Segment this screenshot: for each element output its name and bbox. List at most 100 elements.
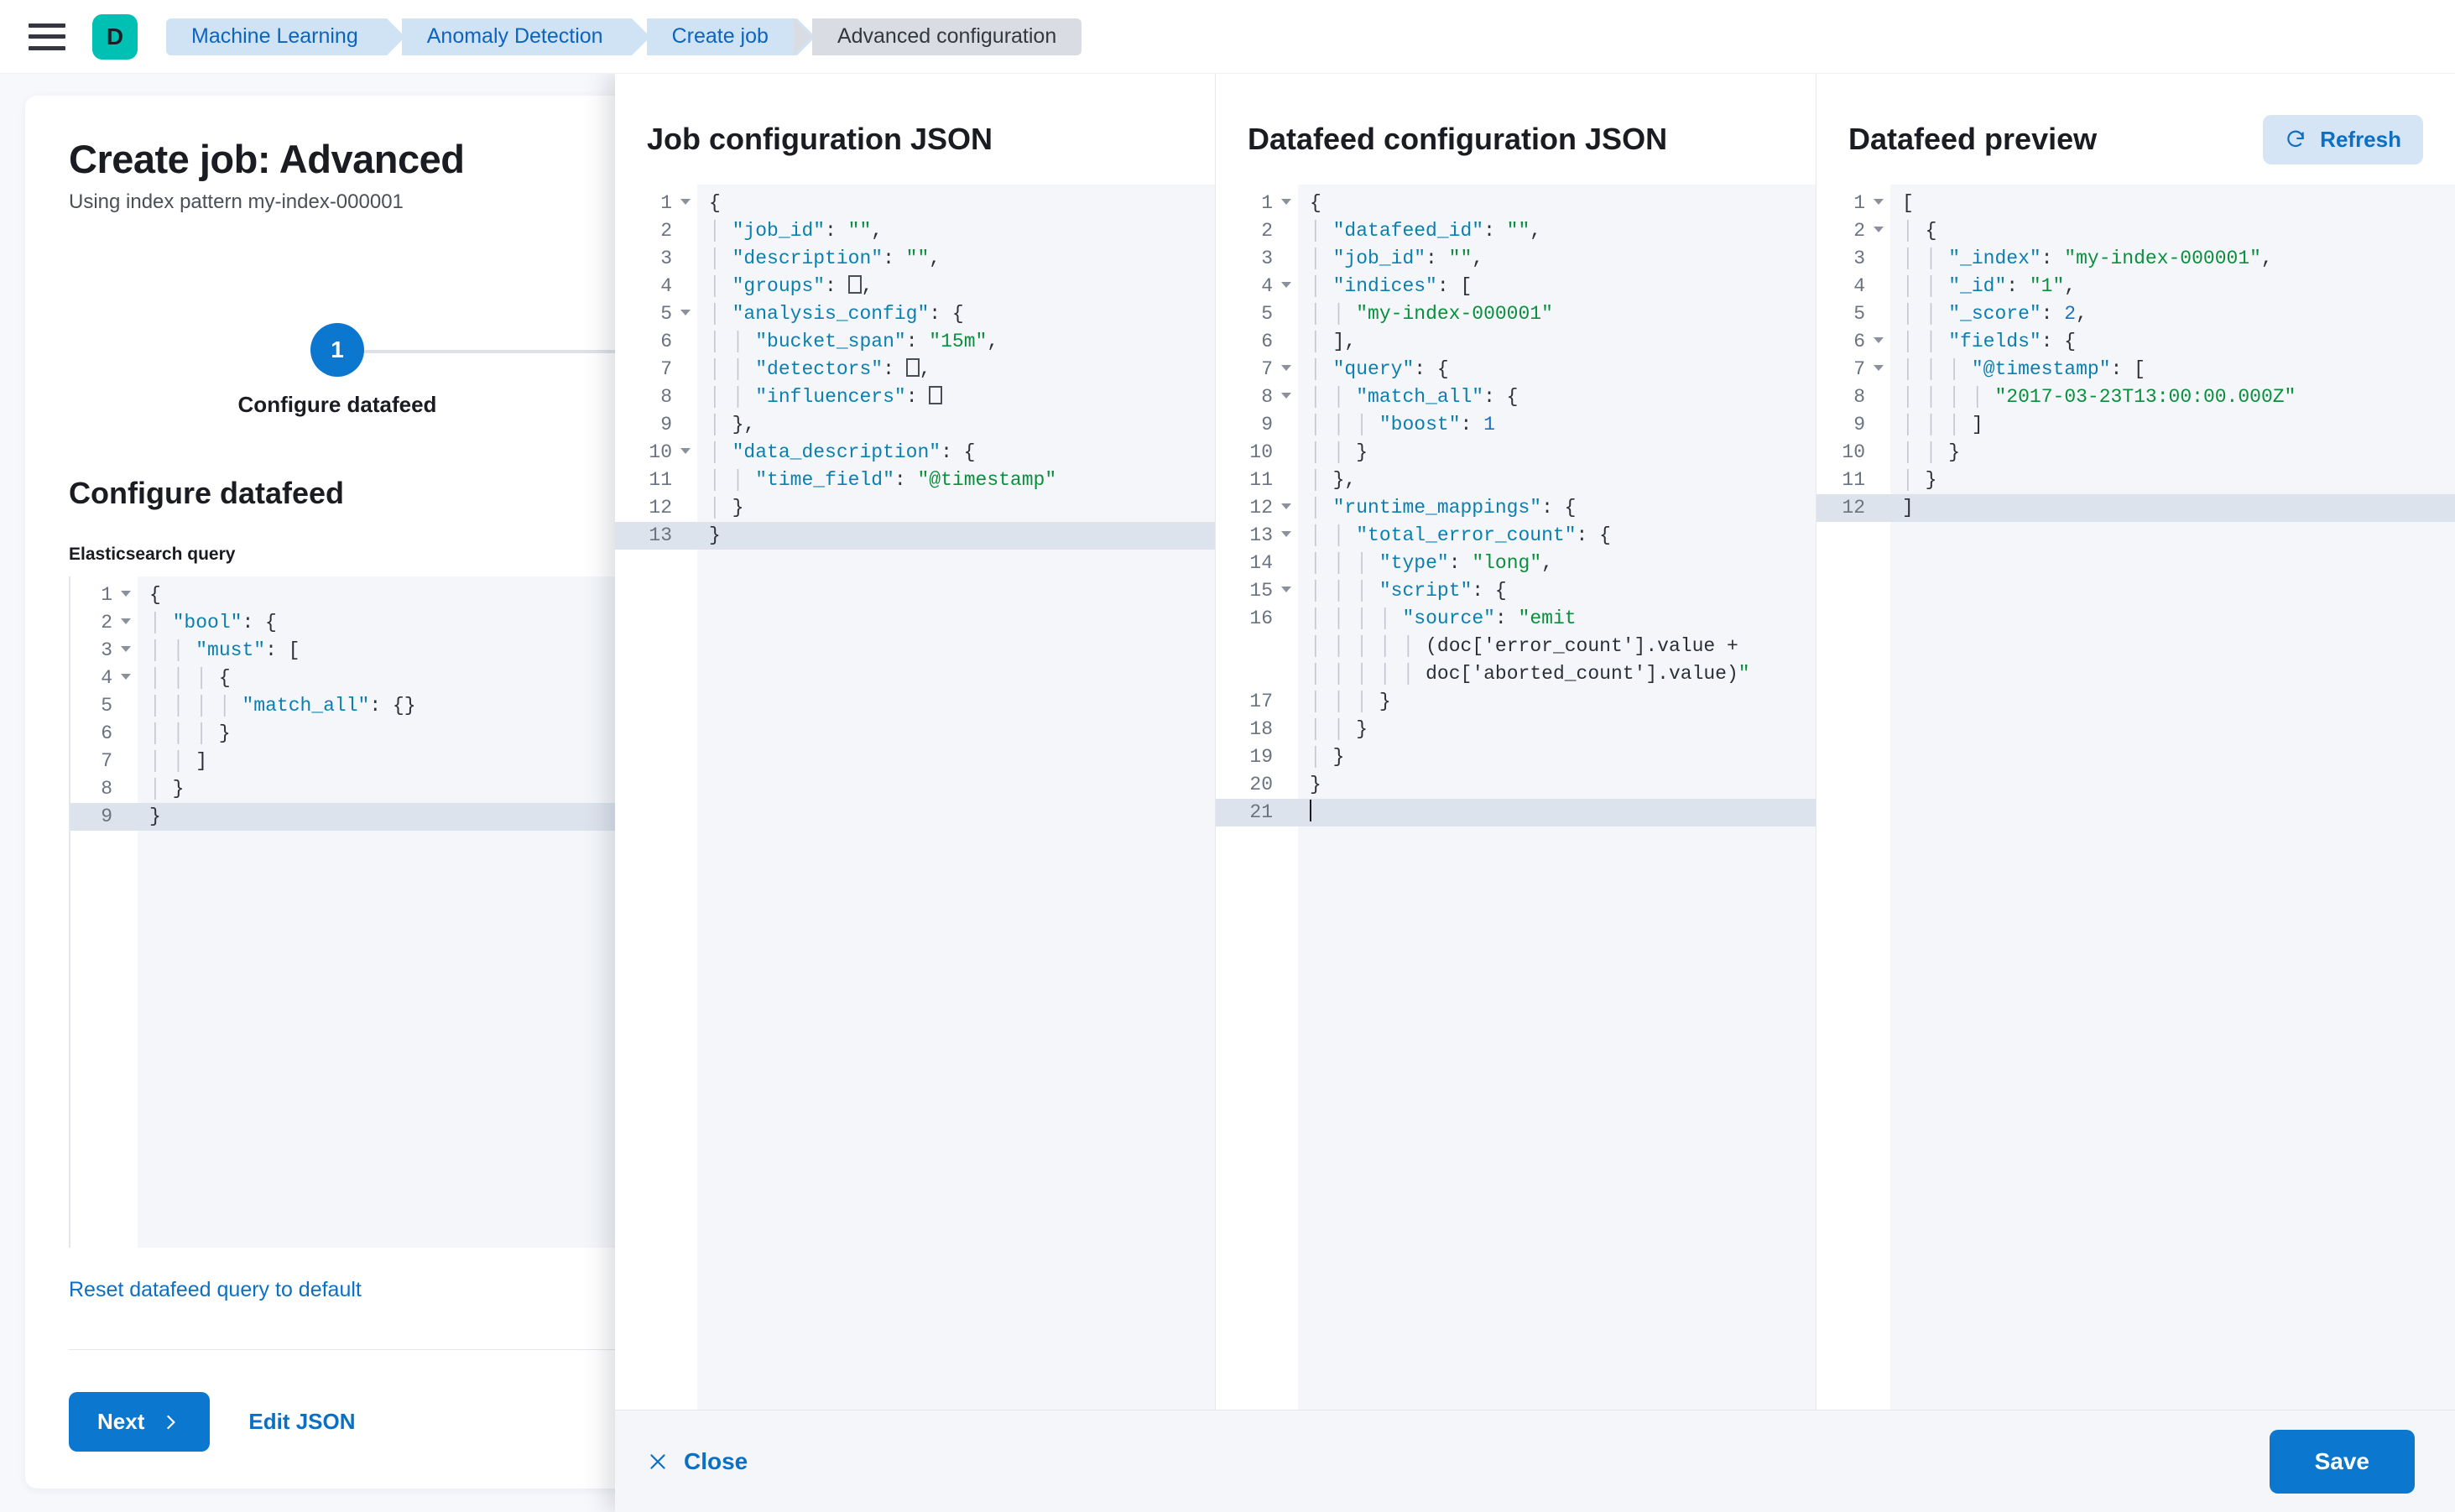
code-line[interactable]: │ │ "_index": "my-index-000001", [1902, 248, 2273, 269]
code-line[interactable]: │ "runtime_mappings": { [1310, 497, 1577, 519]
breadcrumb-item-create-job[interactable]: Create job [646, 18, 816, 55]
code-line[interactable]: │ │ ] [149, 750, 208, 772]
save-button[interactable]: Save [2269, 1429, 2415, 1494]
code-line[interactable]: │ │ │ "boost": 1 [1310, 414, 1495, 435]
code-line[interactable]: │ "datafeed_id": "", [1310, 220, 1542, 242]
breadcrumb-item-machine-learning[interactable]: Machine Learning [166, 18, 405, 55]
close-button[interactable]: Close [647, 1448, 748, 1475]
code-line[interactable]: │ │ │ "type": "long", [1310, 552, 1553, 574]
code-line[interactable]: │ "bool": { [149, 612, 277, 633]
code-line[interactable]: │ │ "_score": 2, [1902, 303, 2088, 325]
code-line[interactable]: │ │ │ "@timestamp": [ [1902, 358, 2145, 380]
code-line[interactable]: │ │ } [1902, 441, 1961, 463]
line-number: 1 [615, 190, 697, 217]
code-line[interactable]: │ │ } [1310, 441, 1368, 463]
line-number: 19 [1249, 746, 1273, 768]
code-line[interactable]: │ "description": "", [709, 248, 941, 269]
refresh-button[interactable]: Refresh [2263, 114, 2423, 164]
code-line[interactable]: │ "job_id": "", [1310, 248, 1484, 269]
close-x-icon [650, 1453, 665, 1469]
code-line[interactable]: │ "query": { [1310, 358, 1449, 380]
code-line[interactable]: │ │ │ } [149, 722, 231, 744]
fold-arrow-icon [1874, 365, 1884, 371]
code-line[interactable]: │ }, [709, 414, 756, 435]
line-number: 8 [1853, 386, 1865, 408]
line-number: 10 [1842, 441, 1865, 463]
stepper-step-1-number[interactable]: 1 [310, 323, 364, 377]
code-line[interactable]: │ │ │ │ "match_all": {} [149, 695, 416, 717]
chevron-right-icon [167, 1415, 176, 1429]
hamburger-icon[interactable] [29, 23, 65, 50]
code-line[interactable]: │ } [1902, 469, 1937, 491]
code-line[interactable]: │ "groups": , [709, 275, 873, 297]
code-line[interactable]: │ │ "time_field": "@timestamp" [709, 469, 1057, 491]
code-line[interactable]: │ │ "match_all": { [1310, 386, 1519, 408]
code-line[interactable]: │ │ "influencers": [697, 383, 1215, 411]
code-line[interactable]: │ │ "_id": "1", [1902, 275, 2077, 297]
code-line[interactable]: │ │ │ ] [1902, 414, 1983, 435]
code-line[interactable]: │ │ "detectors": , [709, 358, 931, 380]
line-number: 6 [1816, 328, 1890, 356]
code-line[interactable]: } [697, 522, 1215, 550]
edit-json-button[interactable]: Edit JSON [248, 1409, 356, 1434]
code-content[interactable]: { │ "datafeed_id": "", │ "job_id": "", │ "i… [1298, 185, 1816, 1410]
section-title: Configure datafeed [69, 476, 345, 510]
code-content[interactable]: [ │ { │ │ "_index": "my-index-000001", │ │ … [1890, 185, 2455, 1410]
code-line[interactable]: │ │ } [1310, 718, 1368, 740]
space-avatar[interactable]: D [92, 13, 138, 60]
line-number: 4 [1853, 275, 1865, 297]
line-number: 11 [649, 469, 672, 491]
code-line[interactable]: } [138, 803, 663, 831]
breadcrumb-item-anomaly-detection[interactable]: Anomaly Detection [401, 18, 650, 55]
code-line[interactable]: │ │ │ │ "source": "emit │ │ │ │ │ (doc['… [1310, 607, 1750, 685]
line-number: 7 [1816, 356, 1890, 383]
code-line[interactable]: │ } [1310, 746, 1345, 768]
page-subtitle: Using index pattern my-index-000001 [69, 190, 404, 213]
code-line[interactable]: │ │ "my-index-000001" [1310, 303, 1553, 325]
code-line[interactable]: } [1310, 774, 1321, 795]
code-line[interactable]: │ │ "fields": { [1902, 331, 2077, 352]
code-line[interactable]: [ [1902, 192, 1914, 214]
code-line[interactable]: │ } [709, 497, 744, 519]
code-line[interactable]: │ "job_id": "", [709, 220, 883, 242]
code-line[interactable]: ] [1890, 494, 2455, 522]
datafeed-preview-header: Datafeed preview Refresh [1816, 109, 2455, 169]
code-line[interactable]: │ │ "bucket_span": "15m", [709, 331, 999, 352]
code-line[interactable]: { [149, 584, 161, 606]
code-content[interactable]: { │ "bool": { │ │ "must": [ │ │ │ { │ │ │ │ … [138, 576, 663, 1248]
line-number: 13 [615, 522, 697, 550]
code-line[interactable]: │ } [149, 778, 185, 800]
code-line[interactable]: │ │ │ { [149, 667, 231, 689]
code-line[interactable]: │ │ "total_error_count": { [1310, 524, 1611, 546]
fold-arrow-icon [680, 199, 691, 205]
code-line[interactable]: { [1310, 192, 1321, 214]
job-configuration-header: Job configuration JSON [615, 109, 1215, 169]
code-line[interactable]: │ │ │ "script": { [1310, 580, 1507, 602]
code-line[interactable]: │ ], [1310, 331, 1357, 352]
reset-datafeed-query-link[interactable]: Reset datafeed query to default [69, 1278, 362, 1301]
code-line[interactable]: │ "indices": [ [1310, 275, 1472, 297]
next-button[interactable]: Next [69, 1392, 211, 1452]
line-number: 20 [1249, 774, 1273, 795]
stepper-step-1-label: Configure datafeed [237, 392, 437, 417]
breadcrumb: Machine Learning Anomaly Detection Creat… [166, 18, 1082, 55]
flyout-footer: Close Save [615, 1410, 2455, 1512]
code-line[interactable]: │ │ "must": [ [149, 639, 300, 661]
code-line[interactable]: │ }, [1310, 469, 1357, 491]
code-line[interactable] [1298, 799, 1816, 826]
line-number: 3 [70, 637, 138, 665]
line-number: 13 [1216, 522, 1298, 550]
code-line[interactable]: │ │ │ │ "2017-03-23T13:00:00.000Z" [1902, 386, 2296, 408]
code-line[interactable]: { [709, 192, 721, 214]
code-line[interactable]: │ "data_description": { [709, 441, 976, 463]
code-line[interactable]: │ │ │ } [1310, 691, 1391, 712]
code-content[interactable]: { │ "job_id": "", │ "description": "", │ "g… [697, 185, 1215, 1410]
code-line[interactable]: │ { [1902, 220, 1937, 242]
code-line[interactable]: │ "analysis_config": { [709, 303, 964, 325]
